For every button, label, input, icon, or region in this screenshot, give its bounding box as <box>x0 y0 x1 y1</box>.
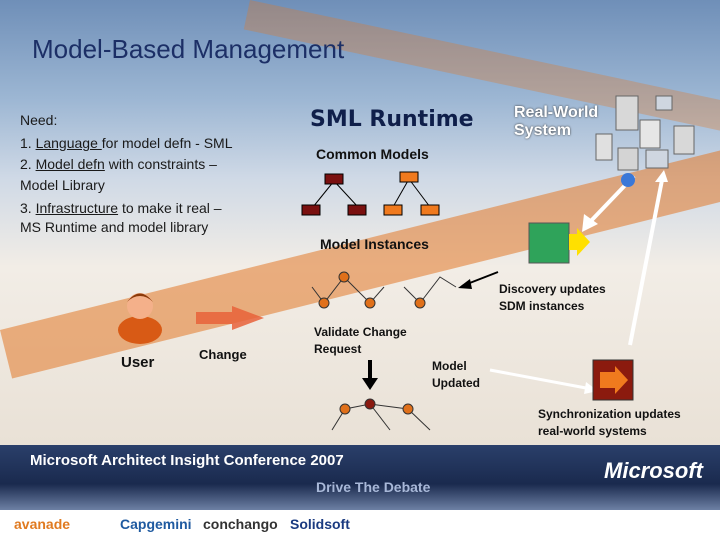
need-item-1: 1. Language for model defn - SML <box>20 135 233 151</box>
instance-node <box>339 403 351 415</box>
common-model-node <box>324 173 344 185</box>
validate-line2: Request <box>314 342 362 356</box>
user-icon <box>118 293 162 344</box>
sync-line1: Synchronization updates <box>538 407 681 421</box>
instance-node <box>402 403 414 415</box>
instance-node <box>338 271 350 283</box>
discovery-arrow-icon <box>458 271 499 289</box>
model-updated-line2: Updated <box>432 376 480 390</box>
need-item-2-line2: Model Library <box>20 177 105 193</box>
need-item-1-prefix: 1. <box>20 135 36 151</box>
model-defn-link[interactable]: Model defn <box>35 156 105 172</box>
need-item-3-text: to make it real – <box>118 200 222 216</box>
real-world-label-line2: System <box>514 122 571 139</box>
model-instances-label: Model Instances <box>320 236 429 252</box>
common-models-tree <box>301 171 440 216</box>
capgemini-logo: Capgemini <box>120 516 192 532</box>
need-item-2-text: with constraints – <box>104 156 217 172</box>
language-link[interactable]: Language <box>35 135 102 151</box>
partner-logos-bar: avanade Capgemini conchango Solidsoft <box>0 510 720 540</box>
model-updated-line1: Model <box>432 359 467 373</box>
need-item-3-line2: MS Runtime and model library <box>20 219 209 235</box>
conference-title: Microsoft Architect Insight Conference 2… <box>30 452 344 469</box>
down-arrow-icon <box>362 360 378 390</box>
discovery-line2: SDM instances <box>499 299 585 313</box>
common-model-node <box>383 204 403 216</box>
sync-line2: real-world systems <box>538 424 647 438</box>
instance-node <box>364 297 376 309</box>
need-item-1-text: for model defn - SML <box>101 135 233 151</box>
model-instance-tree-top <box>311 271 457 309</box>
need-item-2-prefix: 2. <box>20 156 36 172</box>
updated-instance-box <box>592 359 634 401</box>
microsoft-logo: Microsoft <box>604 458 703 483</box>
sml-runtime-heading: SML Runtime <box>310 107 474 132</box>
need-item-3-prefix: 3. <box>20 200 36 216</box>
instance-node <box>318 297 330 309</box>
diagram <box>118 95 695 431</box>
common-models-label: Common Models <box>316 146 429 162</box>
tagline: Drive The Debate <box>316 479 431 495</box>
discovered-instance-box <box>528 222 590 264</box>
avanade-logo: avanade <box>14 516 71 532</box>
instance-node <box>364 398 376 410</box>
solidsoft-logo: Solidsoft <box>290 516 350 532</box>
real-world-label-line1: Real-World <box>514 104 599 121</box>
slide-title: Model-Based Management <box>32 34 345 64</box>
sync-arrow-icon <box>489 368 598 394</box>
change-arrow-icon <box>196 306 264 330</box>
change-label: Change <box>199 347 247 362</box>
server-cluster-icon <box>595 95 695 187</box>
common-model-node <box>347 204 367 216</box>
need-item-3: 3. Infrastructure to make it real – <box>20 200 222 216</box>
instance-node <box>414 297 426 309</box>
sync-label: Synchronization updates real-world system… <box>538 406 681 440</box>
infrastructure-link[interactable]: Infrastructure <box>35 200 119 216</box>
conference-banner <box>0 445 720 510</box>
user-label: User <box>121 354 155 371</box>
discovery-line1: Discovery updates <box>499 282 606 296</box>
common-model-node <box>399 171 419 183</box>
need-item-2: 2. Model defn with constraints – <box>20 156 217 172</box>
common-model-node <box>301 204 321 216</box>
validate-line1: Validate Change <box>314 325 407 339</box>
common-model-node <box>420 204 440 216</box>
vertical-link-arrow-icon <box>628 170 668 346</box>
need-heading: Need: <box>20 112 58 128</box>
conchango-logo: conchango <box>203 516 278 532</box>
model-instance-tree-bottom <box>331 398 431 431</box>
